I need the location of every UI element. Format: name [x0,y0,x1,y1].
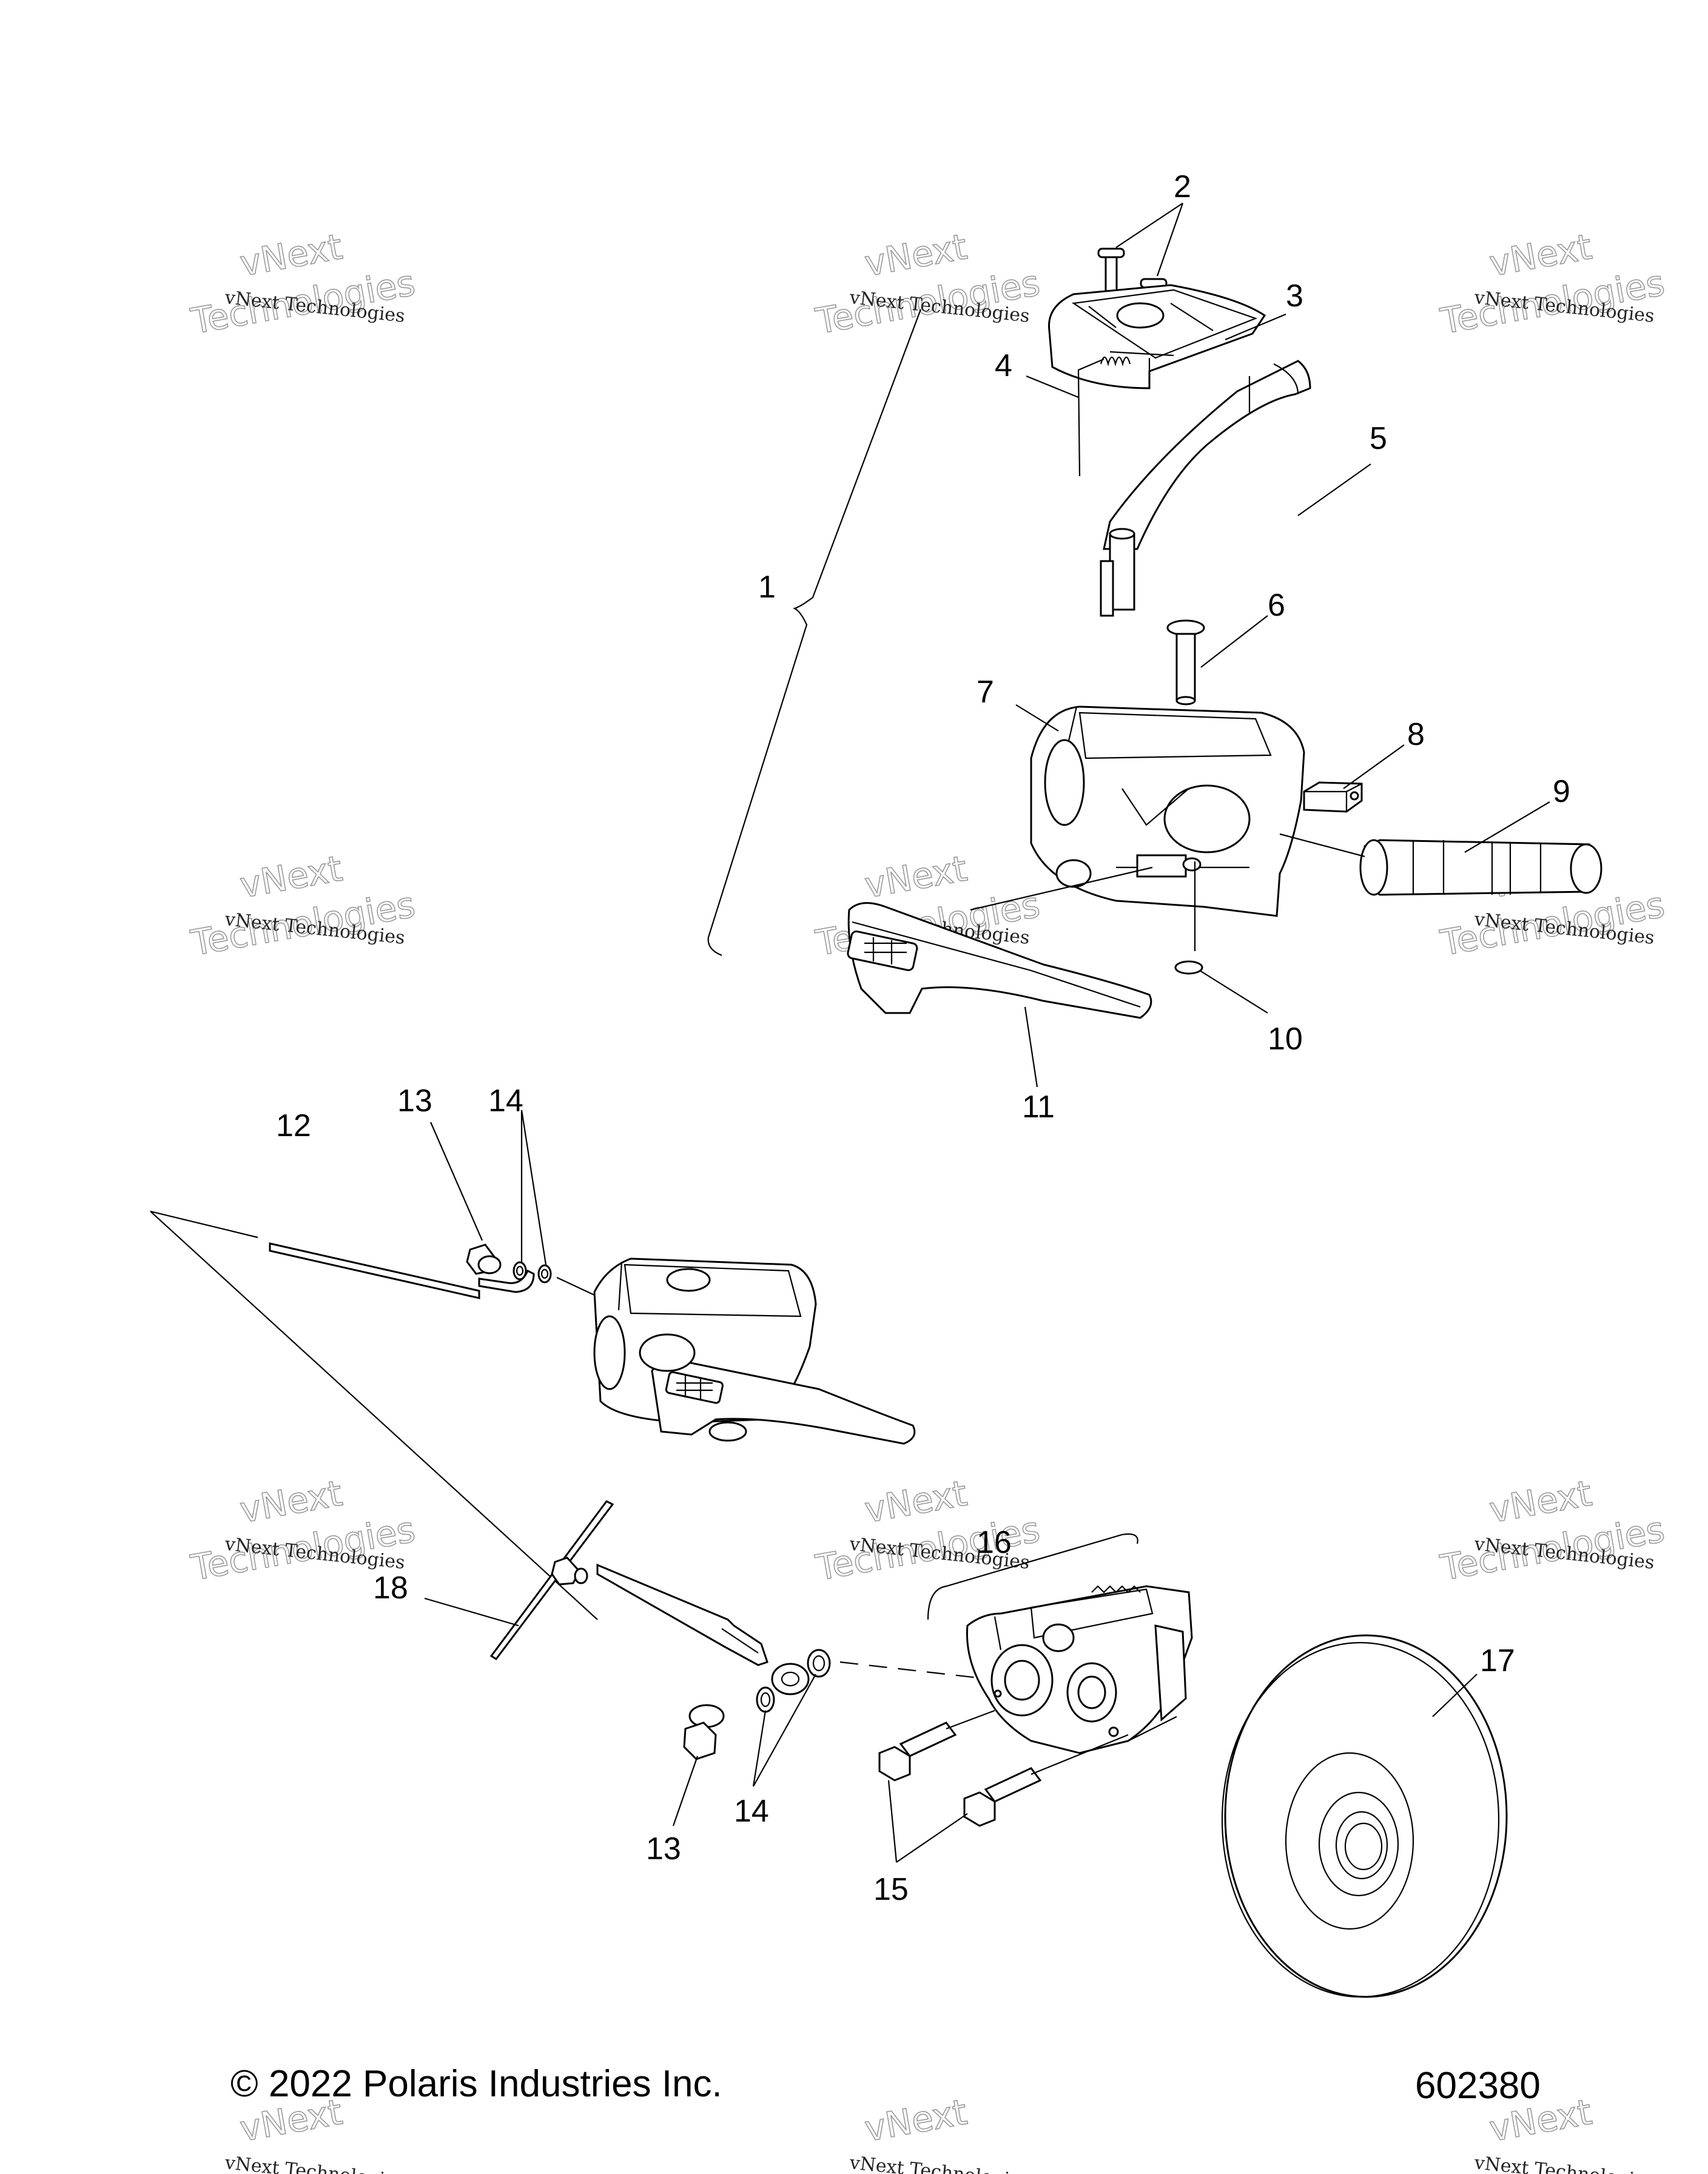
svg-text:vNext Technologies: vNext Technologies [848,2152,1031,2174]
callout-13: 13 [397,1083,432,1119]
part-14-washer [807,1649,831,1678]
watermark: vNext Technologies vNext Technologies [1437,1472,1668,1589]
part-13-banjo-bolt [466,1243,502,1275]
part-8-switch [1303,781,1363,813]
part-5-lever-arm [1100,360,1311,617]
callout-12: 12 [276,1108,311,1143]
watermark: vNext vNext Technologies [848,2091,1031,2174]
assembly-16-brace [927,1533,1138,1620]
leader-lines [424,203,1550,1863]
watermark: vNext Technologies vNext Technologies [187,847,419,964]
callouts: 1 2 3 4 5 6 7 8 9 10 11 12 13 14 16 17 1… [276,169,1570,1907]
drawing-number: 602380 [1415,2065,1541,2107]
callout-14: 14 [734,1794,769,1829]
svg-text:vNext Technologies: vNext Technologies [1473,2152,1655,2174]
part-18-bracket [489,1500,768,1666]
watermark: vNext Technologies vNext Technologies [812,226,1043,343]
svg-text:vNext: vNext [862,847,970,906]
callout-3: 3 [1286,278,1303,314]
watermark: vNext Technologies vNext Technologies [187,226,419,343]
callout-10: 10 [1268,1021,1303,1057]
part-2-screw [1097,247,1125,295]
callout-7: 7 [977,675,994,710]
callout-15: 15 [873,1872,909,1907]
svg-text:vNext: vNext [237,847,346,906]
callout-2: 2 [1174,169,1191,204]
callout-11: 11 [1022,1089,1055,1125]
part-12-brake-line [150,1210,598,1620]
part-6-pin [1166,619,1205,705]
svg-text:vNext Technologies: vNext Technologies [223,2152,406,2174]
callout-9: 9 [1553,774,1570,809]
svg-text:vNext: vNext [1487,226,1595,284]
callout-8: 8 [1407,717,1425,752]
watermark: vNext Technologies vNext Technologies [1437,226,1668,343]
part-11-hand-lever [847,866,1153,1019]
part-4-spring [1077,351,1174,477]
callout-14: 14 [488,1083,523,1119]
callout-6: 6 [1268,588,1285,623]
svg-text:vNext: vNext [237,1472,346,1530]
callout-16: 16 [977,1525,1012,1560]
master-cylinder-assembly [556,1257,916,1445]
part-9-piston [1279,833,1602,896]
svg-text:vNext: vNext [237,226,346,284]
svg-text:vNext: vNext [862,2091,970,2149]
callout-1: 1 [758,570,776,605]
part-13-banjo-bolt [683,1704,725,1760]
part-15-bolt [878,1709,995,1782]
part-17-brake-disc [1221,1634,1508,1998]
part-3-reservoir-cover [1048,284,1266,389]
part-10-clip [1174,960,1203,975]
part-7-master-cylinder-body [1030,705,1305,951]
callout-18: 18 [373,1570,408,1606]
svg-text:vNext: vNext [862,226,970,284]
part-15-bolt [963,1734,1129,1827]
banjo-fitting [771,1663,810,1695]
part-14-washer [756,1686,775,1713]
callout-5: 5 [1370,421,1387,456]
assembly-1-brace [707,309,922,957]
part-16-caliper [966,1585,1193,1754]
svg-text:vNext: vNext [862,1472,970,1530]
svg-text:vNext: vNext [1487,1472,1595,1530]
callout-13: 13 [646,1831,681,1866]
part-14-washer [513,1261,527,1281]
callout-4: 4 [995,348,1012,383]
part-14-washer [537,1264,552,1284]
callout-17: 17 [1480,1643,1515,1678]
copyright-notice: © 2022 Polaris Industries Inc. [230,2063,722,2105]
